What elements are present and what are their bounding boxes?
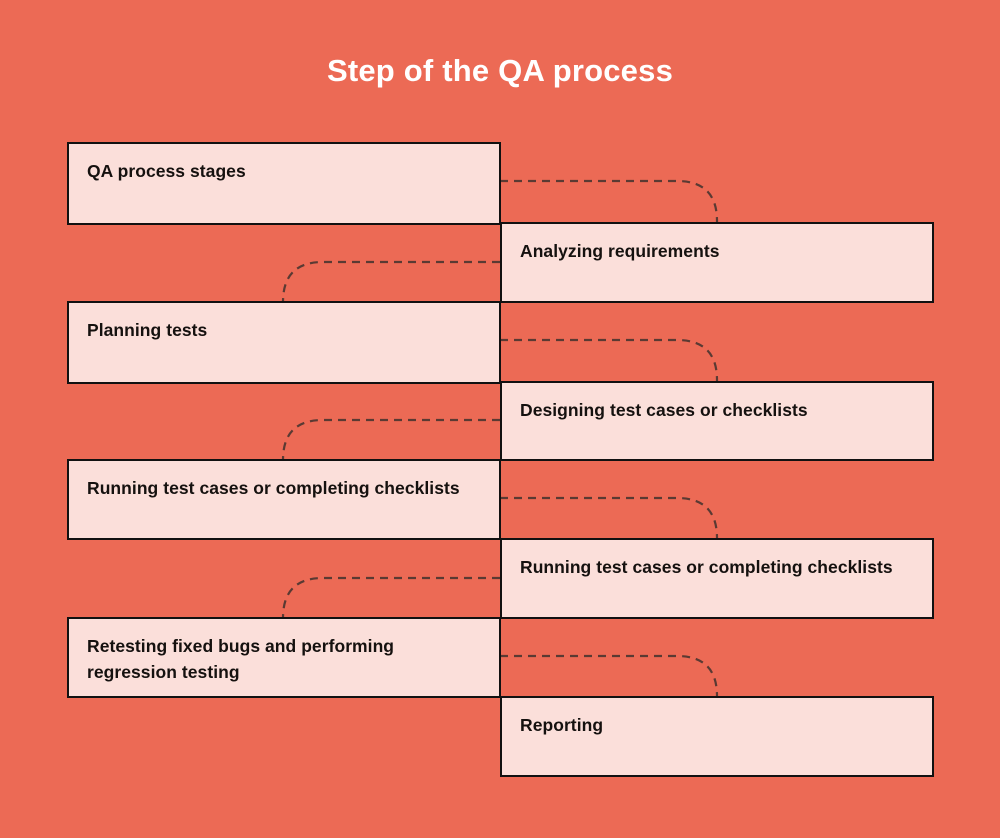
- step-box-2[interactable]: Analyzing requirements: [500, 222, 934, 303]
- step-box-3[interactable]: Planning tests: [67, 301, 501, 384]
- connector-4-to-5: [281, 418, 500, 461]
- step-label-3: Planning tests: [87, 320, 208, 340]
- step-box-8[interactable]: Reporting: [500, 696, 934, 777]
- step-label-8: Reporting: [520, 715, 604, 735]
- connector-1-to-2: [500, 179, 719, 223]
- step-box-7[interactable]: Retesting fixed bugs and performing regr…: [67, 617, 501, 698]
- connector-5-to-6: [500, 496, 719, 540]
- step-label-2: Analyzing requirements: [520, 241, 720, 261]
- step-label-4: Designing test cases or checklists: [520, 400, 808, 420]
- step-box-1[interactable]: QA process stages: [67, 142, 501, 225]
- step-label-7: Retesting fixed bugs and performing regr…: [87, 636, 395, 682]
- step-box-6[interactable]: Running test cases or completing checkli…: [500, 538, 934, 619]
- step-box-5[interactable]: Running test cases or completing checkli…: [67, 459, 501, 540]
- step-label-1: QA process stages: [87, 161, 246, 181]
- connector-6-to-7: [281, 576, 500, 619]
- connector-2-to-3: [281, 260, 500, 303]
- step-label-5: Running test cases or completing checkli…: [87, 478, 460, 498]
- connector-3-to-4: [500, 338, 719, 382]
- connector-7-to-8: [500, 654, 719, 698]
- step-box-4[interactable]: Designing test cases or checklists: [500, 381, 934, 461]
- page-title: Step of the QA process: [326, 53, 674, 88]
- step-label-6: Running test cases or completing checkli…: [520, 557, 893, 577]
